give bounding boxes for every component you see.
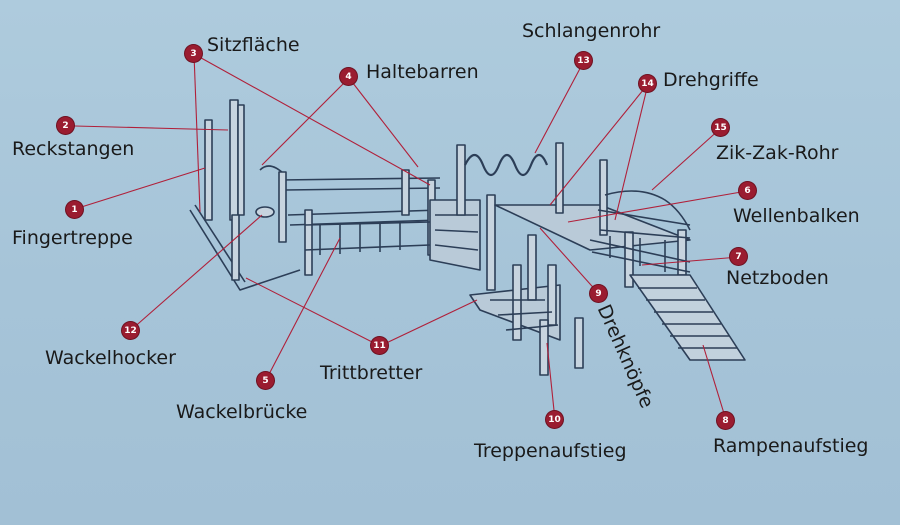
callout-badge-13: 13 xyxy=(575,52,592,69)
callout-badge-14: 14 xyxy=(639,75,656,92)
callout-badge-1: 1 xyxy=(66,201,83,218)
label-netzboden: Netzboden xyxy=(726,267,829,289)
callout-badge-3: 3 xyxy=(185,45,202,62)
treads xyxy=(319,222,401,255)
label-sitzflaeche: Sitzfläche xyxy=(207,34,300,56)
label-haltebarren: Haltebarren xyxy=(366,61,479,83)
label-wellenbalken: Wellenbalken xyxy=(733,205,860,227)
callout-badge-12: 12 xyxy=(122,322,139,339)
leader-lines xyxy=(74,53,748,421)
callout-badge-9: 9 xyxy=(590,285,607,302)
label-wackelbruecke: Wackelbrücke xyxy=(176,401,308,423)
callout-badge-5: 5 xyxy=(257,372,274,389)
callout-badge-7: 7 xyxy=(730,248,747,265)
callout-badge-4: 4 xyxy=(340,68,357,85)
callout-badge-8: 8 xyxy=(717,412,734,429)
label-wackelhocker: Wackelhocker xyxy=(45,347,176,369)
label-zik-zak-rohr: Zik-Zak-Rohr xyxy=(716,142,839,164)
callout-badge-11: 11 xyxy=(371,337,388,354)
label-trittbretter: Trittbretter xyxy=(320,362,423,384)
callout-badge-15: 15 xyxy=(712,119,729,136)
ramp-rungs xyxy=(638,287,737,349)
structure xyxy=(189,99,746,376)
callout-badge-10: 10 xyxy=(546,411,563,428)
label-rampenaufstieg: Rampenaufstieg xyxy=(713,435,869,457)
callout-badge-6: 6 xyxy=(739,182,756,199)
label-fingertreppe: Fingertreppe xyxy=(12,227,133,249)
net-floor xyxy=(589,236,691,273)
callout-badge-2: 2 xyxy=(57,117,74,134)
label-drehgriffe: Drehgriffe xyxy=(663,69,759,91)
label-treppenaufstieg: Treppenaufstieg xyxy=(474,440,627,462)
label-schlangenrohr: Schlangenrohr xyxy=(522,20,661,42)
label-reckstangen: Reckstangen xyxy=(12,138,135,160)
